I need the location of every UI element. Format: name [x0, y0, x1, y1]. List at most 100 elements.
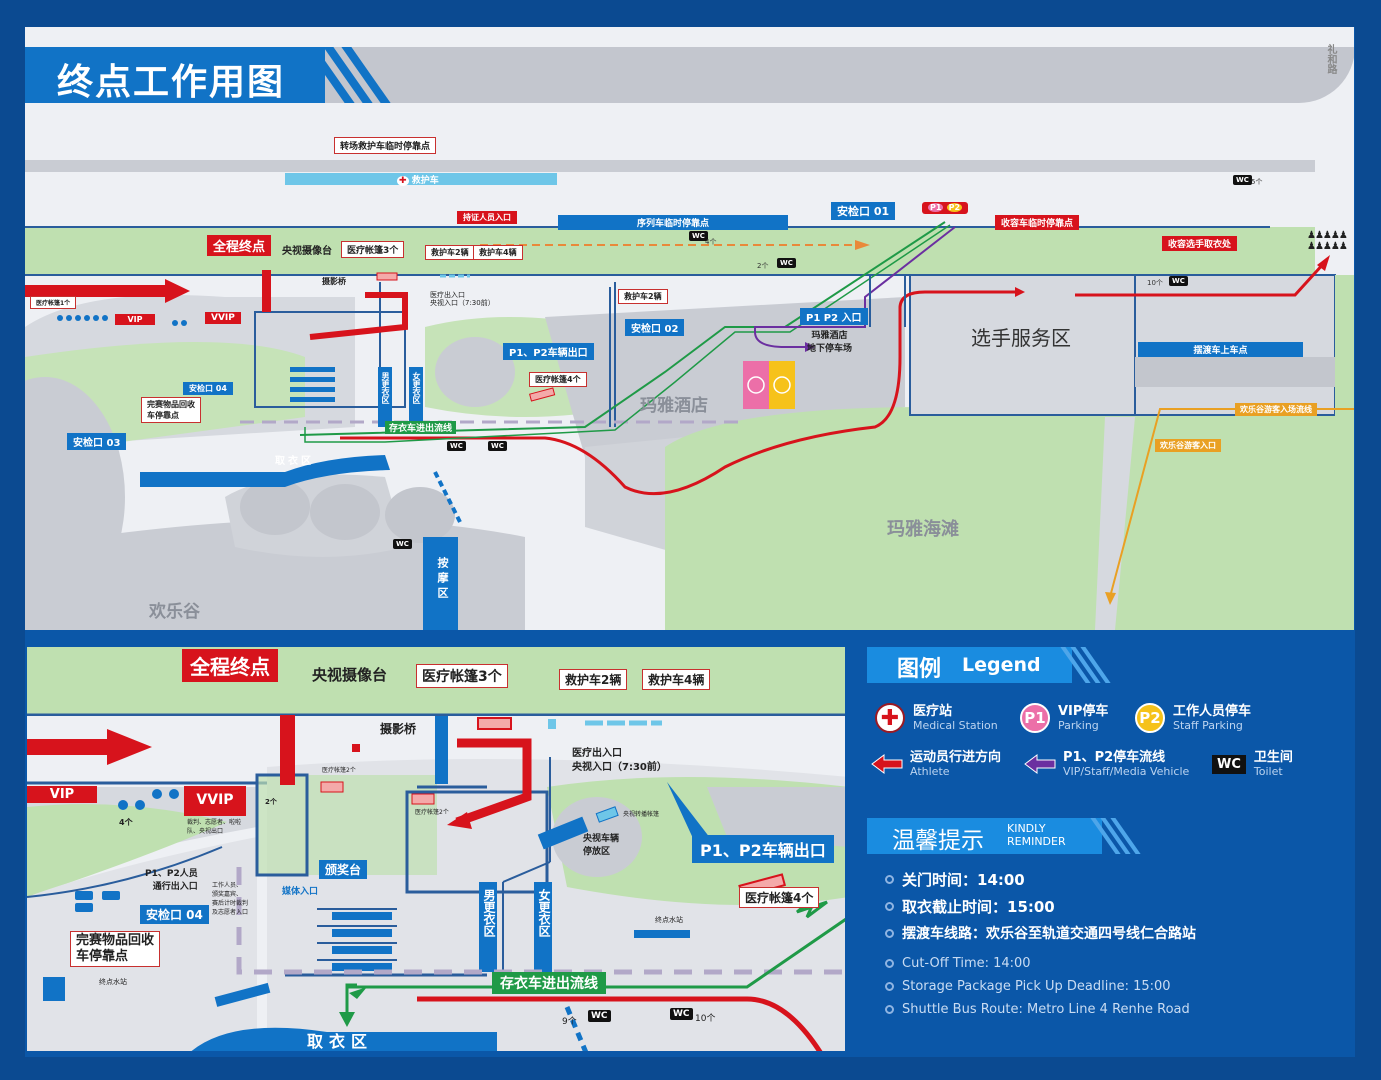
bullet-icon: [885, 982, 894, 991]
maya-beach-label: 玛雅海滩: [887, 519, 959, 540]
legend-label-en: Parking: [1058, 719, 1099, 732]
cctv-vehicle-area-label: 央视车辆 停放区: [583, 834, 620, 857]
storage-vehicle-flow-label: 存衣车进出流线: [492, 972, 606, 994]
cctv-broadcast-tent-label: 央视转播帐篷: [623, 811, 660, 818]
medical-cross-icon: ✚: [397, 176, 409, 186]
happy-valley-entrance-label: 欢乐谷游客入口: [1155, 439, 1221, 452]
reminder-text: 关门时间：14:00: [902, 871, 1025, 889]
transfer-ambulance-stop-label: 转场救护车临时停靠点: [334, 137, 437, 154]
finish-detail-map: 全程终点 央视摄像台 医疗帐篷3个 救护车2辆 救护车4辆 摄影桥 医疗出入口 …: [25, 645, 847, 1053]
cctv-entrance-label: 央视入口（7:30前）: [430, 299, 495, 307]
wc-count-10: 10个: [695, 1014, 716, 1024]
wc-icon: WC: [488, 441, 507, 451]
staff-entrance-label: 工作人员、 颁奖嘉宾、 赛后计时裁判 及志愿者入口: [212, 882, 249, 916]
sequence-vehicle-stop-label: 序列车临时停靠点: [558, 215, 788, 230]
media-entrance-label: 媒体入口: [282, 887, 319, 897]
finish-label: 全程终点: [182, 649, 278, 682]
storage-vehicle-flow-label: 存衣车进出流线: [385, 421, 457, 434]
overview-map-graphics: [25, 27, 1354, 630]
reminder-item-en: Shuttle Bus Route: Metro Line 4 Renhe Ro…: [885, 1002, 1190, 1017]
wc-count-2: 2个: [265, 798, 277, 806]
women-changing-label: 女更衣区: [412, 372, 421, 404]
wc-icon: WC: [1169, 276, 1188, 286]
checkpoint-04-label: 安检口 04: [140, 905, 209, 924]
shuttle-pickup-label: 摆渡车上车点: [1138, 342, 1303, 357]
legend-title-en: Legend: [962, 654, 1041, 676]
medical-entrance-label: 医疗出入口: [430, 291, 465, 299]
wc-icon: WC: [1212, 754, 1246, 774]
ambulance-strip-label: ✚ 救护车: [397, 173, 439, 186]
happy-valley-visitor-flow-label: 欢乐谷游客入场流线: [1235, 403, 1317, 416]
ambulance-4-label: 救护车4辆: [642, 669, 711, 690]
reminder-text-en: Storage Package Pick Up Deadline: 15:00: [902, 979, 1171, 994]
bullet-icon: [885, 1005, 894, 1014]
reminder-text: 摆渡车线路：欢乐谷至轨道交通四号线仁合路站: [902, 926, 1196, 942]
legend-label-cn: 医疗站: [913, 704, 953, 719]
certified-entrance-label: 持证人员入口: [457, 211, 517, 224]
p1-p2-marker: P1 P2: [922, 202, 969, 214]
p1-icon: P1: [1020, 703, 1050, 733]
checkpoint-02-label: 安检口 02: [625, 319, 685, 336]
legend-label-en: Staff Parking: [1173, 719, 1243, 732]
wc-count: 4个: [705, 238, 717, 246]
wc-count-9: 9个: [562, 1017, 577, 1027]
medical-tent-4-label: 医疗帐篷4个: [739, 887, 820, 908]
ambulance-2-label: 救护车2辆: [559, 669, 628, 690]
maya-parking-label: 玛雅酒店 地下停车场: [807, 331, 853, 354]
reminder-item-en: Cut-Off Time: 14:00: [885, 956, 1031, 971]
wc-count: 2个: [757, 262, 769, 270]
legend-label-cn: VIP停车: [1058, 704, 1109, 719]
medical-tent-1-label: 医疗帐篷1个: [30, 296, 77, 309]
reminder-title-cn: 温馨提示: [892, 828, 984, 854]
wc-count: 10个: [1147, 279, 1163, 287]
bullet-icon: [885, 928, 894, 938]
legend-label-en: Athlete: [910, 765, 950, 778]
vvip-note: 裁判、志愿者、啦啦队、央视出口: [187, 819, 242, 835]
reminder-item: 摆渡车线路：欢乐谷至轨道交通四号线仁合路站: [885, 923, 1196, 943]
reminder-item-en: Storage Package Pick Up Deadline: 15:00: [885, 979, 1171, 994]
reminder-item: 取衣截止时间：15:00: [885, 896, 1055, 917]
medical-tent-4-label: 医疗帐篷4个: [529, 372, 587, 387]
ambulance-2-right-label: 救护车2辆: [618, 289, 668, 304]
cctv-platform-label: 央视摄像台: [312, 666, 388, 684]
photo-bridge-label: 摄影桥: [322, 277, 346, 286]
reminder-item: 关门时间：14:00: [885, 869, 1025, 890]
checkpoint-03-label: 安检口 03: [67, 433, 127, 450]
men-changing-label: 男更衣区: [482, 889, 496, 937]
p1p2-exit-label: P1、P2车辆出口: [503, 343, 594, 360]
ambulance-4-label: 救护车4辆: [473, 245, 523, 260]
wc-icon: WC: [689, 231, 708, 241]
p1-icon: P1: [928, 203, 944, 212]
wc-icon: WC: [670, 1008, 693, 1020]
legend-label-en: Toilet: [1253, 765, 1283, 778]
finish-label: 全程终点: [207, 235, 272, 256]
wc-count-4: 4个: [119, 818, 133, 827]
clothes-pickup-label: 取衣区: [275, 456, 314, 467]
clothes-pickup-label: 取衣区: [307, 1032, 374, 1051]
finish-items-recycling-label: 完赛物品回收 车停靠点: [70, 931, 161, 967]
crowd-icon: ♟♟♟♟♟♟♟♟♟♟: [1307, 230, 1348, 252]
legend-label-cn: 工作人员停车: [1173, 704, 1252, 719]
p1p2-entrance-label: P1 P2 入口: [800, 308, 868, 325]
massage-area-label: 按摩区: [436, 557, 449, 602]
legend-label-en: Medical Station: [913, 719, 998, 732]
vip-area-label: VIP: [27, 786, 97, 803]
vip-area-label: VIP: [115, 314, 155, 325]
men-changing-label: 男更衣区: [381, 372, 390, 404]
title-background: [25, 47, 325, 103]
athlete-service-area-label: 选手服务区: [971, 326, 1071, 350]
legend-label-cn: 卫生间: [1253, 750, 1293, 765]
vvip-area-label: VVIP: [205, 312, 241, 324]
cctv-platform-label: 央视摄像台: [282, 246, 332, 257]
red-arrow-icon: [871, 754, 903, 774]
p2-icon: P2: [946, 203, 963, 212]
wc-icon: WC: [588, 1010, 611, 1022]
p2-icon: P2: [1135, 703, 1165, 733]
checkpoint-01-label: 安检口 01: [831, 202, 896, 220]
photo-bridge-label: 摄影桥: [380, 722, 417, 736]
